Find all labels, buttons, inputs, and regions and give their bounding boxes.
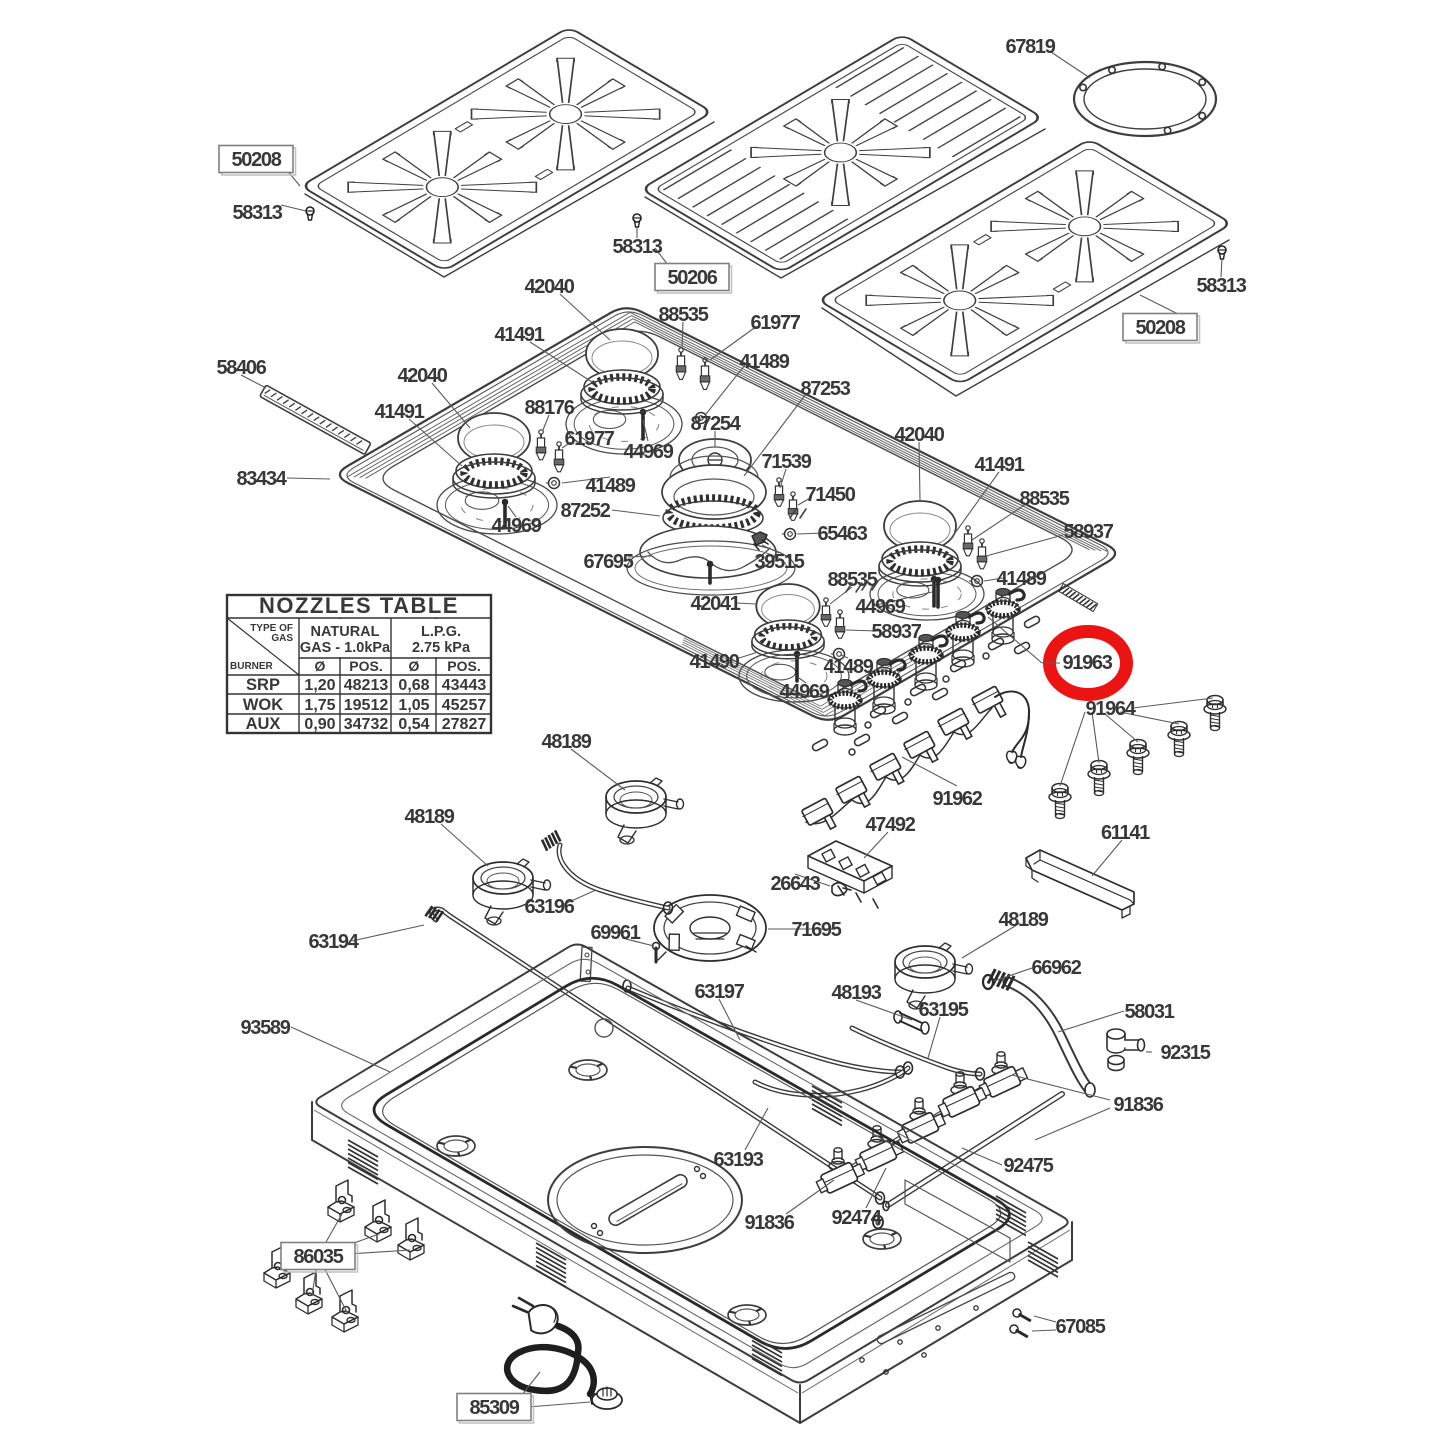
- svg-text:26643: 26643: [770, 873, 820, 895]
- svg-text:87252: 87252: [560, 500, 610, 522]
- svg-text:AUX: AUX: [246, 715, 281, 733]
- svg-text:61141: 61141: [1101, 822, 1150, 844]
- svg-text:67819: 67819: [1005, 36, 1055, 58]
- svg-text:50208: 50208: [231, 149, 281, 171]
- svg-text:41491: 41491: [494, 324, 544, 346]
- svg-text:66962: 66962: [1031, 957, 1081, 979]
- svg-text:41489: 41489: [739, 351, 789, 373]
- svg-text:63194: 63194: [308, 931, 359, 953]
- svg-text:91836: 91836: [744, 1212, 794, 1234]
- svg-text:NATURAL: NATURAL: [311, 624, 380, 640]
- svg-text:58313: 58313: [612, 236, 662, 258]
- svg-text:NOZZLES TABLE: NOZZLES TABLE: [259, 593, 459, 618]
- svg-text:41489: 41489: [823, 656, 873, 678]
- svg-text:GAS: GAS: [271, 633, 293, 644]
- svg-text:93589: 93589: [240, 1017, 290, 1039]
- svg-text:1,75: 1,75: [304, 697, 335, 714]
- svg-text:L.P.G.: L.P.G.: [421, 624, 461, 640]
- svg-text:88535: 88535: [827, 569, 877, 591]
- svg-text:86035: 86035: [293, 1246, 343, 1268]
- svg-text:47492: 47492: [865, 814, 915, 836]
- svg-text:42040: 42040: [894, 424, 944, 446]
- svg-text:91963: 91963: [1062, 652, 1112, 674]
- svg-text:58313: 58313: [232, 202, 282, 224]
- svg-text:85309: 85309: [469, 1397, 519, 1419]
- svg-text:67695: 67695: [583, 551, 633, 573]
- svg-text:58406: 58406: [216, 357, 266, 379]
- svg-text:WOK: WOK: [243, 696, 283, 714]
- svg-text:63196: 63196: [524, 896, 574, 918]
- svg-text:91836: 91836: [1113, 1094, 1163, 1116]
- svg-text:1,20: 1,20: [304, 677, 335, 694]
- svg-text:POS.: POS.: [349, 658, 382, 674]
- svg-text:0,68: 0,68: [398, 677, 429, 694]
- svg-text:Ø: Ø: [409, 658, 420, 674]
- svg-text:0,90: 0,90: [304, 716, 335, 733]
- svg-text:BURNER: BURNER: [230, 661, 274, 672]
- svg-text:88535: 88535: [658, 304, 708, 326]
- svg-text:Ø: Ø: [315, 658, 326, 674]
- svg-text:58031: 58031: [1124, 1001, 1174, 1023]
- svg-text:48189: 48189: [541, 731, 591, 753]
- svg-text:83434: 83434: [236, 468, 287, 490]
- svg-text:92315: 92315: [1160, 1042, 1210, 1064]
- svg-text:POS.: POS.: [447, 658, 480, 674]
- svg-text:19512: 19512: [344, 697, 389, 714]
- svg-text:34732: 34732: [344, 716, 389, 733]
- svg-text:58937: 58937: [1063, 521, 1113, 543]
- svg-text:91962: 91962: [932, 788, 982, 810]
- svg-text:50208: 50208: [1135, 317, 1185, 339]
- svg-text:44969: 44969: [779, 681, 829, 703]
- svg-text:58313: 58313: [1196, 275, 1246, 297]
- svg-text:92475: 92475: [1003, 1155, 1053, 1177]
- svg-text:92474: 92474: [831, 1207, 882, 1229]
- svg-text:48189: 48189: [404, 806, 454, 828]
- svg-text:91964: 91964: [1085, 698, 1136, 720]
- svg-text:67085: 67085: [1055, 1316, 1105, 1338]
- svg-text:42041: 42041: [690, 593, 740, 615]
- svg-text:63193: 63193: [713, 1149, 763, 1171]
- svg-text:42040: 42040: [524, 276, 574, 298]
- svg-text:GAS - 1.0kPa: GAS - 1.0kPa: [300, 640, 391, 656]
- svg-text:61977: 61977: [750, 312, 800, 334]
- svg-text:44969: 44969: [623, 441, 673, 463]
- svg-text:41491: 41491: [974, 454, 1024, 476]
- svg-text:63197: 63197: [694, 981, 744, 1003]
- svg-text:65463: 65463: [817, 523, 867, 545]
- svg-text:48193: 48193: [831, 982, 881, 1004]
- svg-text:41491: 41491: [374, 401, 424, 423]
- svg-text:2.75 kPa: 2.75 kPa: [412, 640, 471, 656]
- svg-text:43443: 43443: [442, 677, 487, 694]
- svg-text:27827: 27827: [442, 716, 487, 733]
- svg-text:88176: 88176: [524, 397, 574, 419]
- svg-text:39515: 39515: [754, 551, 804, 573]
- svg-text:TYPE OF: TYPE OF: [250, 623, 293, 634]
- svg-text:SRP: SRP: [246, 676, 280, 694]
- svg-text:41490: 41490: [689, 651, 739, 673]
- svg-text:71450: 71450: [805, 484, 855, 506]
- svg-text:41489: 41489: [996, 568, 1046, 590]
- svg-text:41489: 41489: [585, 475, 635, 497]
- svg-text:63195: 63195: [918, 999, 968, 1021]
- svg-text:87253: 87253: [800, 378, 850, 400]
- svg-text:50206: 50206: [667, 267, 717, 289]
- svg-text:71539: 71539: [761, 451, 811, 473]
- svg-text:61977: 61977: [564, 428, 614, 450]
- svg-text:88535: 88535: [1019, 488, 1069, 510]
- svg-text:1,05: 1,05: [398, 697, 429, 714]
- svg-text:69961: 69961: [590, 922, 640, 944]
- svg-text:48189: 48189: [998, 909, 1048, 931]
- svg-text:87254: 87254: [690, 413, 741, 435]
- svg-text:44969: 44969: [855, 596, 905, 618]
- svg-text:44969: 44969: [491, 515, 541, 537]
- svg-text:45257: 45257: [442, 697, 487, 714]
- svg-text:71695: 71695: [791, 919, 841, 941]
- svg-text:58937: 58937: [871, 621, 921, 643]
- svg-text:0,54: 0,54: [398, 716, 429, 733]
- svg-text:48213: 48213: [344, 677, 389, 694]
- svg-text:42040: 42040: [397, 365, 447, 387]
